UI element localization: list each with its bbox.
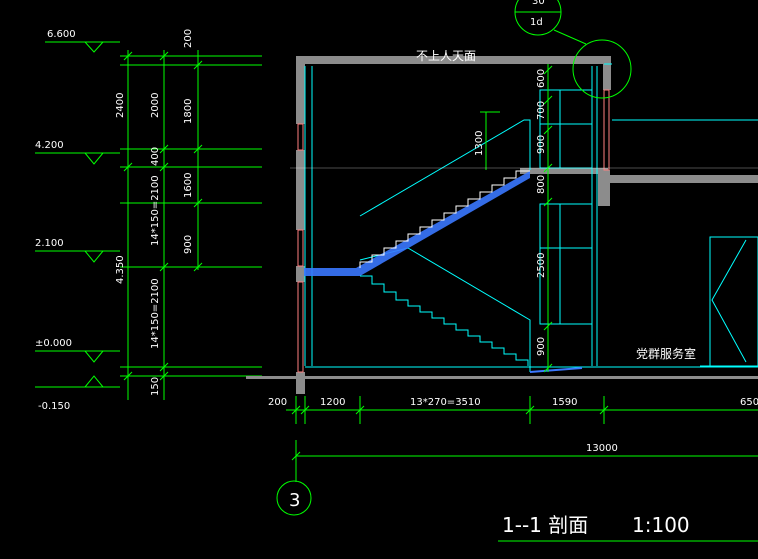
bottom-dimension-lines	[286, 396, 758, 482]
windows	[297, 89, 610, 373]
outlines	[304, 63, 758, 372]
dim-flight-upper: 14*150=2100	[150, 175, 161, 246]
dim-600: 600	[536, 69, 547, 88]
stair-upper-flight	[304, 170, 530, 276]
dim-2400: 2400	[115, 93, 126, 118]
dim-1800: 1800	[183, 99, 194, 124]
walls	[246, 56, 758, 394]
elev-minus0150: -0.150	[38, 401, 70, 412]
bottom-dim-1590: 1590	[552, 397, 577, 408]
dim-900: 900	[183, 235, 194, 254]
elev-0000: ±0.000	[35, 338, 72, 349]
dim-1300: 1300	[474, 131, 485, 156]
bottom-dim-stair-run: 13*270=3510	[410, 397, 481, 408]
right-dimension-lines	[480, 64, 553, 373]
dim-800: 800	[536, 175, 547, 194]
overall-dim-13000: 13000	[586, 443, 618, 454]
dim-900b: 900	[536, 337, 547, 356]
stair-lower-flight	[360, 275, 583, 373]
elev-4200: 4.200	[35, 140, 64, 151]
dim-flight-lower: 14*150=2100	[150, 278, 161, 349]
detail-bubble-label: 1d	[530, 17, 543, 28]
dim-150: 150	[150, 377, 161, 396]
dim-200: 200	[183, 29, 194, 48]
left-dimension-lines	[120, 50, 262, 400]
axis-bubble	[276, 480, 312, 516]
dim-4350: 4.350	[115, 255, 126, 284]
elevation-marks	[35, 41, 120, 388]
bottom-dim-650: 650	[740, 397, 758, 408]
bottom-dim-200: 200	[268, 397, 287, 408]
roof-label: 不上人天面	[416, 49, 476, 63]
room-label: 党群服务室	[636, 346, 696, 361]
section-scale: 1:100	[632, 513, 690, 537]
elev-6600: 6.600	[47, 29, 76, 40]
dim-1600: 1600	[183, 173, 194, 198]
section-title: 1--1 剖面	[502, 513, 588, 537]
dim-900a: 900	[536, 135, 547, 154]
dim-700: 700	[536, 101, 547, 120]
elev-2100: 2.100	[35, 238, 64, 249]
axis-bubble-label: 3	[289, 490, 300, 511]
detail-callout	[514, 0, 632, 99]
dim-2500: 2500	[536, 253, 547, 278]
dim-400: 400	[150, 147, 161, 166]
bottom-dim-1200: 1200	[320, 397, 345, 408]
detail-bubble-top-label: 30	[532, 0, 545, 7]
dim-2000: 2000	[150, 93, 161, 118]
